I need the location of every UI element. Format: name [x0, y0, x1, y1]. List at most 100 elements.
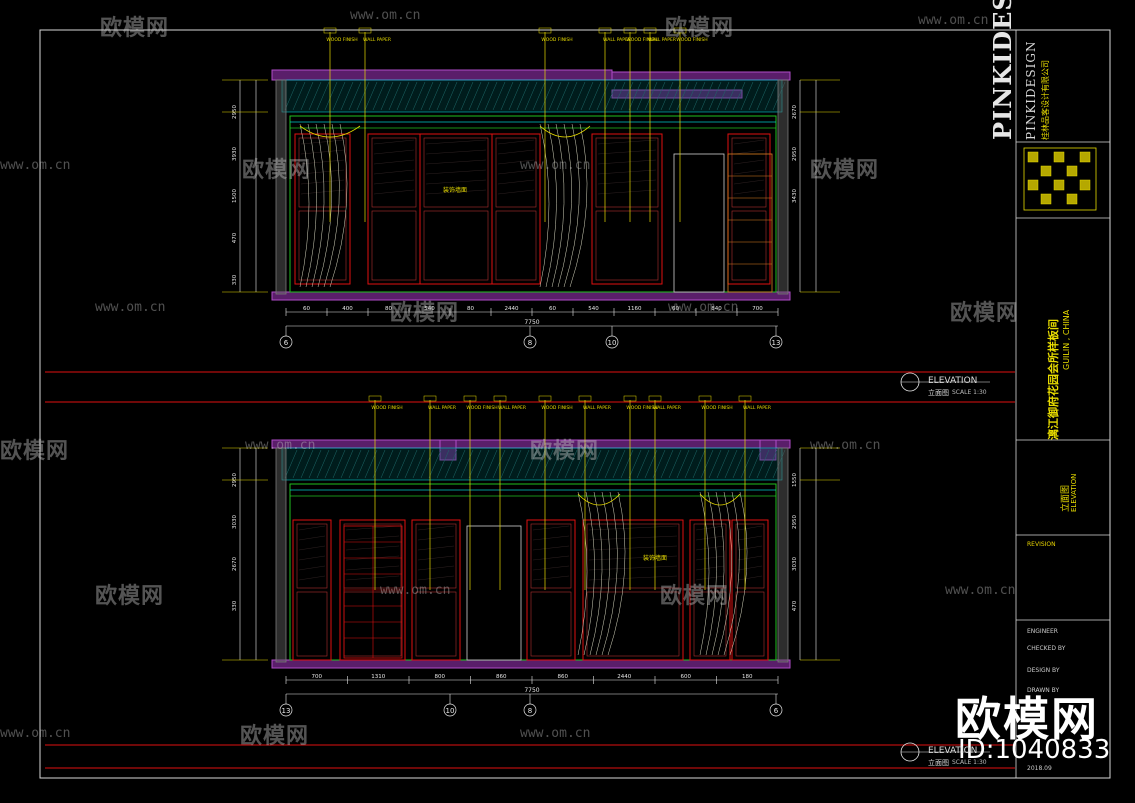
- leader-tag-text: WOOD FINISH: [701, 405, 732, 411]
- leader-tag-text: WALL PAPER: [603, 37, 631, 43]
- ceiling-hatch: [300, 81, 314, 111]
- company-name-cn: 桂林品客设计有限公司: [1041, 60, 1050, 140]
- ceiling-hatch: [372, 81, 386, 111]
- panel-hatch: [532, 555, 570, 561]
- dimension-value: 600: [681, 674, 692, 680]
- panel-hatch: [588, 575, 678, 581]
- ceiling-hatch: [460, 81, 474, 111]
- grid-bubble-label: 6: [284, 339, 289, 347]
- panel-hatch: [417, 575, 455, 581]
- grid-bubble: [443, 703, 457, 717]
- ceiling-hatch: [324, 449, 338, 479]
- ceiling-hatch: [436, 449, 450, 479]
- grid-bubble-label: 6: [774, 707, 779, 715]
- logo-pattern-cell: [1027, 151, 1039, 163]
- panel-hatch: [298, 535, 326, 541]
- grid-bubble: [769, 703, 783, 717]
- dimension-value: 800: [435, 674, 446, 680]
- curtain-fold: [329, 123, 348, 288]
- ceiling-hatch: [556, 81, 570, 111]
- ceiling-hatch: [548, 449, 562, 479]
- ceiling-hatch: [604, 81, 618, 111]
- leader-tag: [358, 27, 372, 34]
- elevation-scale-2: SCALE 1:30: [952, 759, 987, 766]
- vertical-dimension-value: 3030: [232, 515, 238, 529]
- panel-hatch: [417, 535, 455, 541]
- leader-tag-text: WALL PAPER: [583, 405, 611, 411]
- logo-pattern-cell: [1066, 165, 1078, 177]
- logo-pattern-cell: [1066, 193, 1078, 205]
- wall-panel: [419, 133, 493, 285]
- curtain-swag: [577, 493, 621, 506]
- curtain-fold: [545, 123, 557, 288]
- wall-panel: [727, 133, 771, 285]
- title-block-frame: [1015, 29, 1111, 779]
- panel-hatch: [497, 189, 535, 195]
- ceiling-hatch: [692, 449, 706, 479]
- ceiling-hatch: [308, 449, 322, 479]
- shelf-unit: [727, 153, 773, 293]
- watermark-url: www.om.cn: [0, 726, 71, 741]
- vertical-dimension-value: 3430: [792, 189, 798, 203]
- ceiling-hatch: [444, 81, 458, 111]
- leader-tag-text: WALL PAPER: [743, 405, 771, 411]
- ceiling-hatch: [364, 81, 378, 111]
- panel-hatch: [345, 525, 400, 531]
- curtain-fold: [305, 123, 317, 288]
- watermark-brand: 欧模网: [390, 301, 460, 326]
- ceiling-hatch: [476, 449, 490, 479]
- panel-hatch: [733, 189, 765, 195]
- leader-tag-text: WOOD FINISH: [466, 405, 497, 411]
- wall-panel-inset: [423, 137, 489, 208]
- grid-bubble-label: 10: [608, 339, 617, 347]
- dimension-value: 60: [672, 306, 679, 312]
- panel-hatch: [532, 565, 570, 571]
- wall-panel-inset: [735, 523, 765, 589]
- ceiling-hatch: [516, 449, 530, 479]
- wall-panel: [294, 133, 351, 285]
- curtain-fold: [729, 491, 748, 656]
- panel-hatch: [425, 149, 487, 155]
- watermark-url: www.om.cn: [918, 13, 989, 28]
- panel-hatch: [373, 189, 415, 195]
- dimension-value: 80: [385, 306, 392, 312]
- watermark-brand: 欧模网: [100, 16, 170, 41]
- wall-panel-inset: [693, 523, 727, 589]
- dimension-value: 540: [588, 306, 599, 312]
- panel-hatch: [588, 545, 678, 551]
- grid-bubble: [279, 703, 293, 717]
- wall-right: [777, 79, 789, 295]
- dimension-value: 700: [752, 306, 763, 312]
- ceiling-hatch: [388, 449, 402, 479]
- wall-panel-inset: [298, 210, 347, 281]
- ceiling-hatch: [324, 81, 338, 111]
- wall-panel-inset: [296, 523, 328, 589]
- watermark-brand: 欧模网: [950, 301, 1020, 326]
- ceiling-hatch: [396, 81, 410, 111]
- leader-tag: [698, 395, 712, 402]
- grid-bubble: [279, 335, 293, 349]
- wall-panel-inset: [415, 523, 457, 589]
- watermark-url: www.om.cn: [95, 300, 166, 315]
- ceiling-hatch: [676, 449, 690, 479]
- dimension-value: 860: [496, 674, 507, 680]
- watermark-brand: 欧模网: [665, 16, 735, 41]
- panel-hatch: [345, 565, 400, 571]
- ceiling-hatch: [620, 81, 634, 111]
- ceiling-hatch: [492, 81, 506, 111]
- vertical-dimension-value: 2670: [792, 105, 798, 119]
- logo-pattern-cell: [1053, 179, 1065, 191]
- wall-panel: [339, 519, 406, 661]
- dimension-value: 60: [303, 306, 310, 312]
- curtain-fold: [311, 123, 325, 288]
- vertical-dimension-value: 1550: [792, 473, 798, 487]
- panel-hatch: [695, 535, 725, 541]
- panel-hatch: [497, 149, 535, 155]
- overall-dimension: 7750: [524, 319, 539, 326]
- ceiling-hatch: [396, 449, 410, 479]
- dimension-value: 1160: [628, 306, 642, 312]
- dimension-value: 540: [424, 306, 435, 312]
- vertical-dimension-value: 2950: [792, 147, 798, 161]
- ceiling-hatch: [292, 449, 306, 479]
